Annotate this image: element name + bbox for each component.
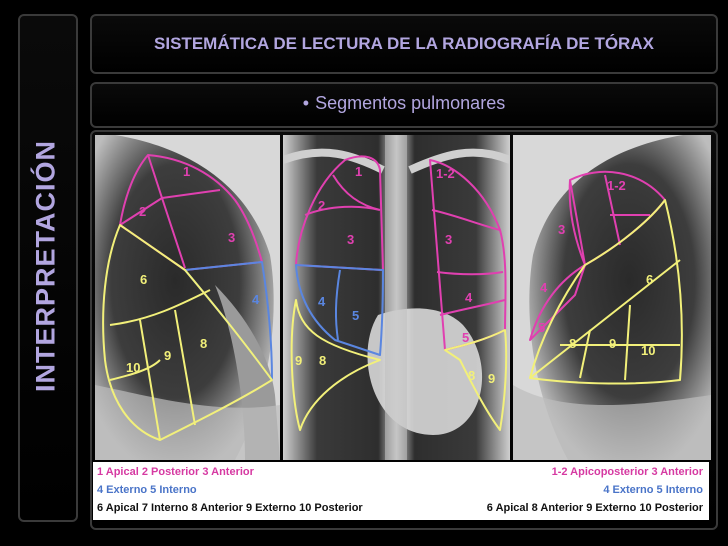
seg-label: 9 <box>488 371 495 386</box>
lateral-xray-left <box>95 135 280 460</box>
seg-label: 8 <box>200 336 207 351</box>
lateral-xray-right <box>513 135 711 460</box>
seg-label: 3 <box>347 232 354 247</box>
seg-label: 5 <box>538 320 545 335</box>
frontal-left-upper-lobe-outline <box>429 159 507 351</box>
title-bar <box>90 14 718 74</box>
seg-label: 10 <box>641 343 655 358</box>
lateral-right-middle-lobe-outline <box>529 264 586 341</box>
seg-label: 1-2 <box>607 178 626 193</box>
seg-label: 8 <box>569 336 576 351</box>
seg-label: 10 <box>126 360 140 375</box>
lateral-left-lower-lobe-dividers <box>109 289 211 441</box>
lateral-left-upper-lobe-outline <box>119 154 263 271</box>
side-panel <box>18 14 78 522</box>
legend-left-line3: 6 Apical 8 Anterior 9 Externo 10 Posteri… <box>486 502 703 514</box>
lateral-xray-left-image <box>95 135 280 460</box>
page-title: SISTEMÁTICA DE LECTURA DE LA RADIOGRAFÍA… <box>154 34 654 53</box>
seg-label: 4 <box>318 294 326 309</box>
seg-label: 1 <box>183 164 190 179</box>
lateral-left-lower-lobe-outline <box>102 224 273 441</box>
legend-right-line3: 6 Apical 7 Interno 8 Anterior 9 Externo … <box>97 502 363 514</box>
seg-label: 9 <box>609 336 616 351</box>
seg-label: 1-2 <box>436 166 455 181</box>
subtitle-bar <box>90 82 718 128</box>
seg-label: 4 <box>252 292 260 307</box>
seg-label: 3 <box>445 232 452 247</box>
seg-label: 2 <box>139 204 146 219</box>
seg-label: 2 <box>318 198 325 213</box>
seg-label: 6 <box>140 272 147 287</box>
seg-label: 6 <box>646 272 653 287</box>
lateral-left-upper-lobe-dividers <box>119 154 221 269</box>
seg-label: 3 <box>228 230 235 245</box>
seg-label: 4 <box>465 290 473 305</box>
lateral-right-lower-lobe-dividers <box>529 259 681 381</box>
frontal-right-middle-lobe-outline <box>295 264 384 356</box>
seg-label: 5 <box>352 308 359 323</box>
seg-label: 3 <box>558 222 565 237</box>
legend-right-line1: 1 Apical 2 Posterior 3 Anterior <box>97 466 254 478</box>
lateral-right-upper-lobe-dividers <box>569 174 650 266</box>
seg-label: 9 <box>164 348 171 363</box>
seg-label: 1 <box>355 164 362 179</box>
seg-label: 4 <box>540 280 548 295</box>
legend-right-line2: 4 Externo 5 Interno <box>97 484 197 496</box>
bullet-icon: • <box>302 93 310 113</box>
seg-label: 9 <box>295 353 302 368</box>
seg-label: 8 <box>468 368 475 383</box>
subtitle: •Segmentos pulmonares <box>90 93 718 114</box>
lateral-xray-right-image <box>513 135 711 460</box>
frontal-left-upper-lobe-dividers <box>431 209 506 316</box>
seg-label: 8 <box>319 353 326 368</box>
frontal-left-lower-lobe-outline <box>444 329 508 431</box>
frontal-right-upper-lobe-dividers <box>304 174 381 216</box>
legend-box: 1 Apical 2 Posterior 3 Anterior 4 Extern… <box>93 462 709 520</box>
subtitle-text: Segmentos pulmonares <box>315 93 506 113</box>
seg-label: 5 <box>462 330 469 345</box>
legend-left-line1: 1-2 Apicoposterior 3 Anterior <box>551 466 703 478</box>
lateral-right-lower-lobe-outline <box>529 199 683 385</box>
frontal-right-lower-lobe-outline <box>290 299 381 431</box>
legend-left-line2: 4 Externo 5 Interno <box>603 484 703 496</box>
frontal-right-middle-lobe-divider <box>334 269 341 341</box>
